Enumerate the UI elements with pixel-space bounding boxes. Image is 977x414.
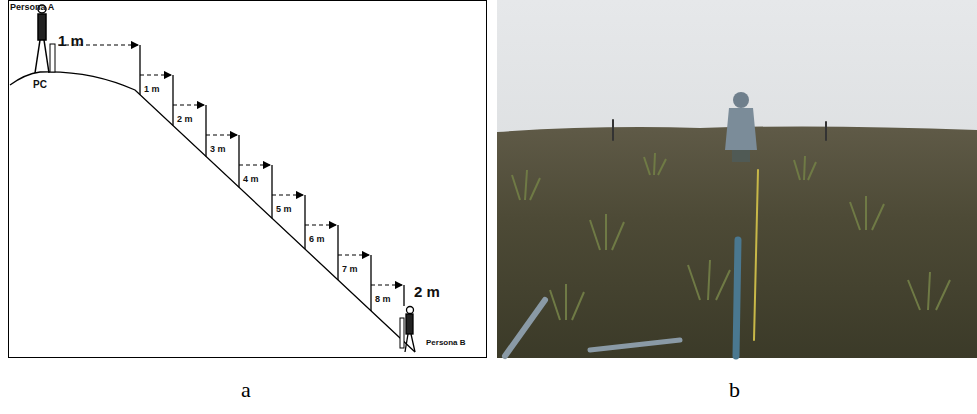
grass-tufts — [512, 153, 950, 320]
person-label: Persona B — [426, 339, 466, 348]
step-label: 3 m — [210, 145, 226, 155]
slope-line — [10, 72, 415, 352]
step-label: 1 m — [144, 85, 160, 95]
survey-poles — [505, 120, 826, 356]
step-label: 2 m — [177, 115, 193, 125]
vertical-line — [370, 255, 371, 311]
person-figure — [35, 5, 55, 73]
vertical-line — [139, 45, 140, 95]
step-label: 4 m — [243, 175, 259, 185]
photo-person — [725, 92, 757, 162]
vertical-line — [304, 195, 305, 249]
step-label: 7 m — [342, 265, 358, 275]
dashed-arrow — [173, 104, 204, 105]
panel-letter: b — [729, 378, 740, 402]
height-label: 1 m — [58, 33, 84, 50]
panel-frame — [9, 1, 487, 358]
vertical-line — [403, 285, 404, 306]
person-label: Persona A — [10, 3, 54, 13]
step-label: 5 m — [276, 205, 292, 215]
vertical-line — [172, 75, 173, 126]
height-label: 2 m — [414, 284, 440, 301]
vertical-line — [337, 225, 338, 280]
dashed-arrow — [371, 284, 402, 285]
dashed-arrow — [206, 134, 237, 135]
vertical-line — [238, 135, 239, 187]
vertical-line — [271, 165, 272, 218]
vertical-line — [205, 105, 206, 156]
dashed-arrow — [239, 164, 270, 165]
dashed-arrow — [272, 194, 303, 195]
panel-letter: a — [241, 378, 251, 402]
step-label: 6 m — [309, 235, 325, 245]
measure-steps — [58, 45, 404, 311]
dashed-arrow — [338, 254, 369, 255]
person-figure — [400, 307, 415, 353]
photo-sky — [497, 0, 977, 358]
dashed-arrow — [140, 74, 171, 75]
dashed-arrow — [305, 224, 336, 225]
photo-ground — [497, 126, 977, 358]
step-label: 8 m — [375, 295, 391, 305]
point-label: PC — [33, 79, 47, 90]
